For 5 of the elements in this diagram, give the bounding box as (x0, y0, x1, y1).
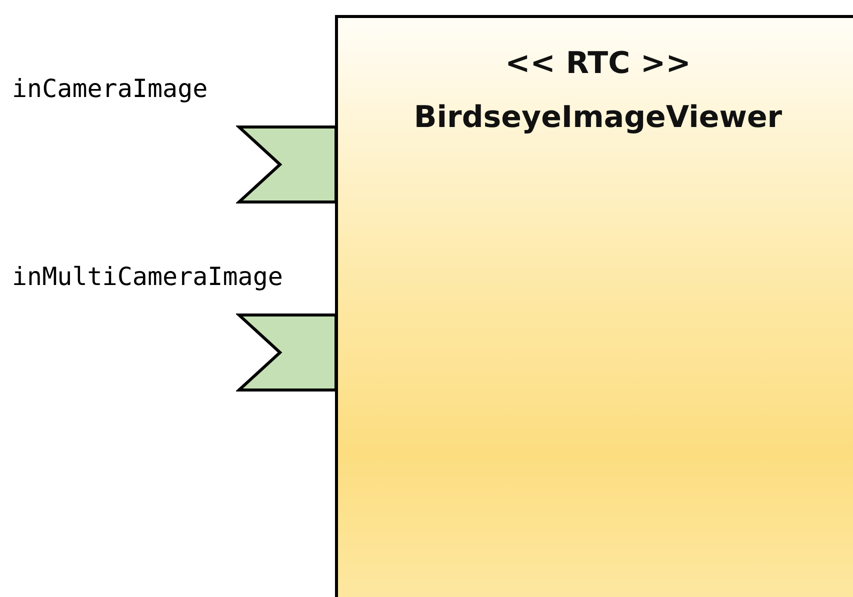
port-label: inMultiCameraImage (12, 262, 283, 291)
port-label: inCameraImage (12, 74, 208, 103)
stereotype-label: << RTC >> (504, 46, 692, 81)
component-name: BirdseyeImageViewer (412, 100, 784, 135)
component-box (335, 15, 853, 597)
